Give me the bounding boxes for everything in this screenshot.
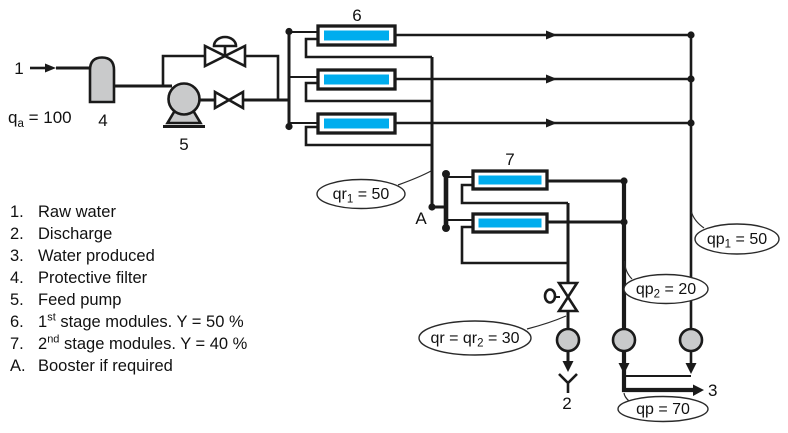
stage1-module-2-membrane: [324, 74, 389, 85]
junction-dot: [620, 177, 628, 185]
down-arrow-icon: [685, 363, 697, 374]
callout-qr1: [316, 178, 406, 210]
legend: 1. Raw water 2. Discharge 3. Water produ…: [10, 201, 320, 377]
callout-qr2: [418, 320, 532, 356]
stage1-concentrate-loop-1: [304, 37, 432, 59]
filter-number-label: 4: [98, 111, 107, 130]
legend-item-feed-pump: 5. Feed pump: [10, 291, 122, 309]
flow-arrow-icon: [546, 118, 557, 128]
callout-qp1: [694, 223, 780, 255]
stage1-concentrate-loop-2: [304, 81, 432, 103]
legend-number: A.: [10, 357, 26, 375]
legend-number: 5.: [10, 291, 24, 309]
legend-number: 7.: [10, 335, 24, 353]
junction-dot: [620, 218, 628, 226]
legend-item-booster: A. Booster if required: [10, 357, 173, 375]
valve-handwheel-icon: [543, 288, 557, 304]
protective-filter: [88, 56, 116, 104]
callout-qp1-text: qp1 = 50: [707, 231, 767, 251]
junction-dot: [428, 203, 436, 211]
callout-qr2-text: qr = qr2 = 30: [430, 330, 519, 350]
stage1-number-label: 6: [352, 6, 361, 25]
callout-tail: [623, 260, 633, 280]
booster-label: A: [415, 209, 427, 228]
control-valve-icon: [203, 43, 228, 69]
legend-number: 6.: [10, 313, 24, 331]
product-arrow-icon: [693, 384, 704, 396]
inlet-number-label: 1: [14, 59, 23, 78]
flow-meter-stage2-permeate: [611, 327, 637, 353]
junction-dot: [687, 31, 695, 39]
legend-item-stage2-modules: 7. 2nd stage modules. Y = 40 %: [10, 333, 248, 353]
callout-tail: [526, 315, 567, 330]
booster-connection-dot: [442, 170, 450, 178]
legend-item-raw-water: 1. Raw water: [10, 203, 116, 221]
legend-item-water-produced: 3. Water produced: [10, 247, 155, 265]
callout-qp-text: qp = 70: [636, 401, 690, 418]
callout-qp: [617, 395, 709, 423]
stage2-concentrate-loop-1: [460, 183, 568, 205]
junction-dot: [687, 75, 695, 83]
inlet-arrow-icon: [45, 63, 56, 73]
control-valve-icon: [222, 43, 247, 69]
down-arrow-icon: [618, 363, 630, 374]
pump-number-label: 5: [179, 135, 188, 154]
stage1-concentrate-loop-3: [304, 125, 432, 147]
shutoff-valve-icon: [226, 89, 245, 111]
stage2-number-label: 7: [505, 150, 514, 169]
stage2-concentrate-loop-2: [460, 225, 568, 265]
flow-meter-discharge: [555, 327, 581, 353]
stage2-module-1-membrane: [478, 175, 542, 185]
drain-symbol-icon: [558, 373, 578, 393]
legend-number: 2.: [10, 225, 24, 243]
callout-tail: [690, 211, 705, 229]
callout-qp2-text: qp2 = 20: [636, 281, 696, 301]
junction-dot: [285, 122, 293, 131]
booster-connection-dot: [442, 224, 450, 232]
junction-dot: [285, 27, 293, 36]
feed-pump: [167, 82, 201, 116]
callout-qr1-text: qr1 = 50: [333, 186, 390, 206]
legend-item-protective-filter: 4. Protective filter: [10, 269, 148, 287]
down-arrow-icon: [562, 361, 574, 372]
product-number-label: 3: [708, 381, 717, 400]
legend-number: 3.: [10, 247, 24, 265]
stage2-module-2-membrane: [478, 218, 542, 228]
product-line-stage2: [621, 351, 693, 393]
legend-number: 1.: [10, 203, 24, 221]
feed-flow-label: qa = 100: [8, 108, 72, 130]
callout-tail: [397, 170, 432, 186]
legend-item-stage1-modules: 6. 1st stage modules. Y = 50 %: [10, 311, 244, 331]
stage1-module-3-membrane: [324, 118, 389, 129]
legend-item-discharge: 2. Discharge: [10, 225, 113, 243]
throttle-valve-icon: [556, 294, 580, 313]
shutoff-valve-icon: [213, 89, 232, 111]
flow-meter-stage1-permeate: [678, 327, 704, 353]
flow-arrow-icon: [546, 74, 557, 84]
callout-tail: [623, 392, 630, 402]
junction-dot: [687, 119, 695, 127]
flow-arrow-icon: [546, 30, 557, 40]
valve-actuator-icon: [212, 35, 238, 48]
discharge-number-label: 2: [562, 394, 571, 413]
throttle-valve-icon: [556, 281, 580, 300]
stage1-module-1-membrane: [324, 30, 389, 41]
callout-qp2: [623, 273, 709, 305]
legend-number: 4.: [10, 269, 24, 287]
